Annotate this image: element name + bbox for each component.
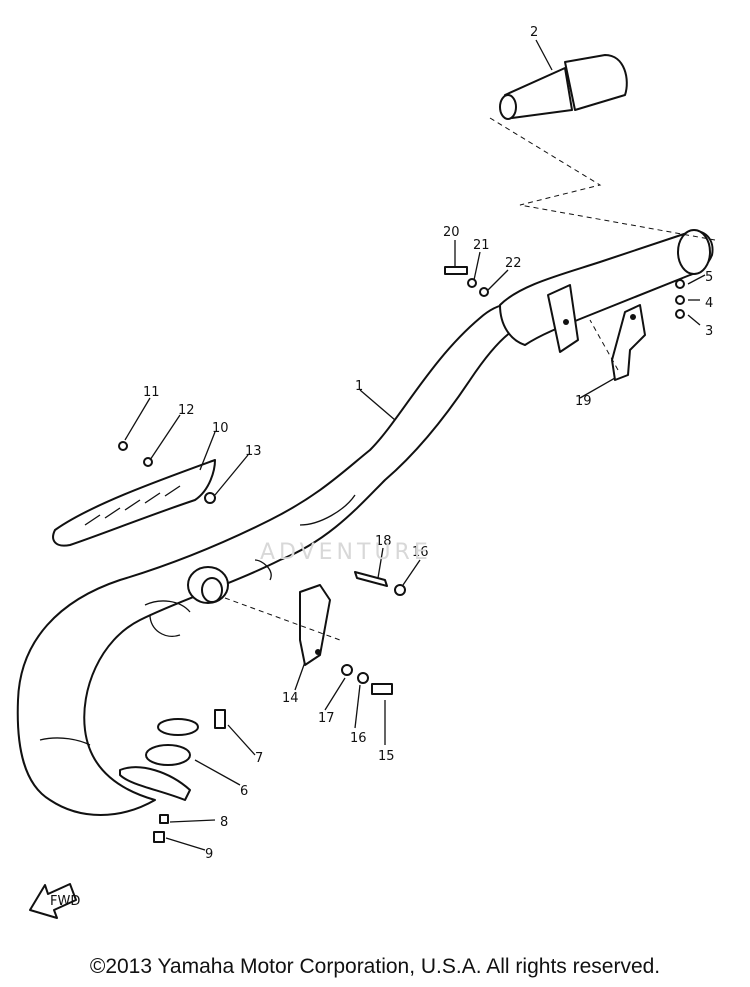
fasteners (118, 266, 685, 695)
fwd-arrow-icon: FWD (29, 883, 80, 919)
callout-10: 10 (212, 421, 229, 436)
callout-labels: 1 2 3 4 5 6 7 8 9 10 11 12 13 14 15 16 1… (143, 25, 713, 862)
leader-lines (124, 39, 706, 851)
callout-7: 7 (255, 751, 263, 766)
brackets (299, 304, 646, 666)
callout-15: 15 (378, 749, 395, 764)
callout-12: 12 (178, 403, 195, 418)
callout-9: 9 (205, 847, 213, 862)
exhaust-pipe (16, 302, 549, 816)
watermark: ADVENTURE (260, 540, 432, 565)
fwd-label: FWD (50, 894, 80, 909)
callout-4: 4 (705, 296, 713, 311)
callout-22: 22 (505, 256, 522, 271)
heat-protector (52, 459, 216, 547)
gaskets (119, 709, 226, 843)
callout-17: 17 (318, 711, 335, 726)
callout-19: 19 (575, 394, 592, 409)
callout-20: 20 (443, 225, 460, 240)
callout-18: 18 (375, 534, 392, 549)
callout-16b: 16 (350, 731, 367, 746)
callout-6: 6 (240, 784, 248, 799)
callout-5: 5 (705, 270, 713, 285)
callout-13: 13 (245, 444, 262, 459)
callout-1: 1 (355, 379, 363, 394)
callout-8: 8 (220, 815, 228, 830)
callout-21: 21 (473, 238, 490, 253)
callout-2: 2 (530, 25, 538, 40)
silencer (499, 229, 714, 353)
callout-3: 3 (705, 324, 713, 339)
callout-11: 11 (143, 385, 160, 400)
callout-14: 14 (282, 691, 299, 706)
copyright-footer: ©2013 Yamaha Motor Corporation, U.S.A. A… (89, 955, 661, 978)
callout-16a: 16 (412, 545, 429, 560)
spark-arrester (489, 54, 716, 241)
